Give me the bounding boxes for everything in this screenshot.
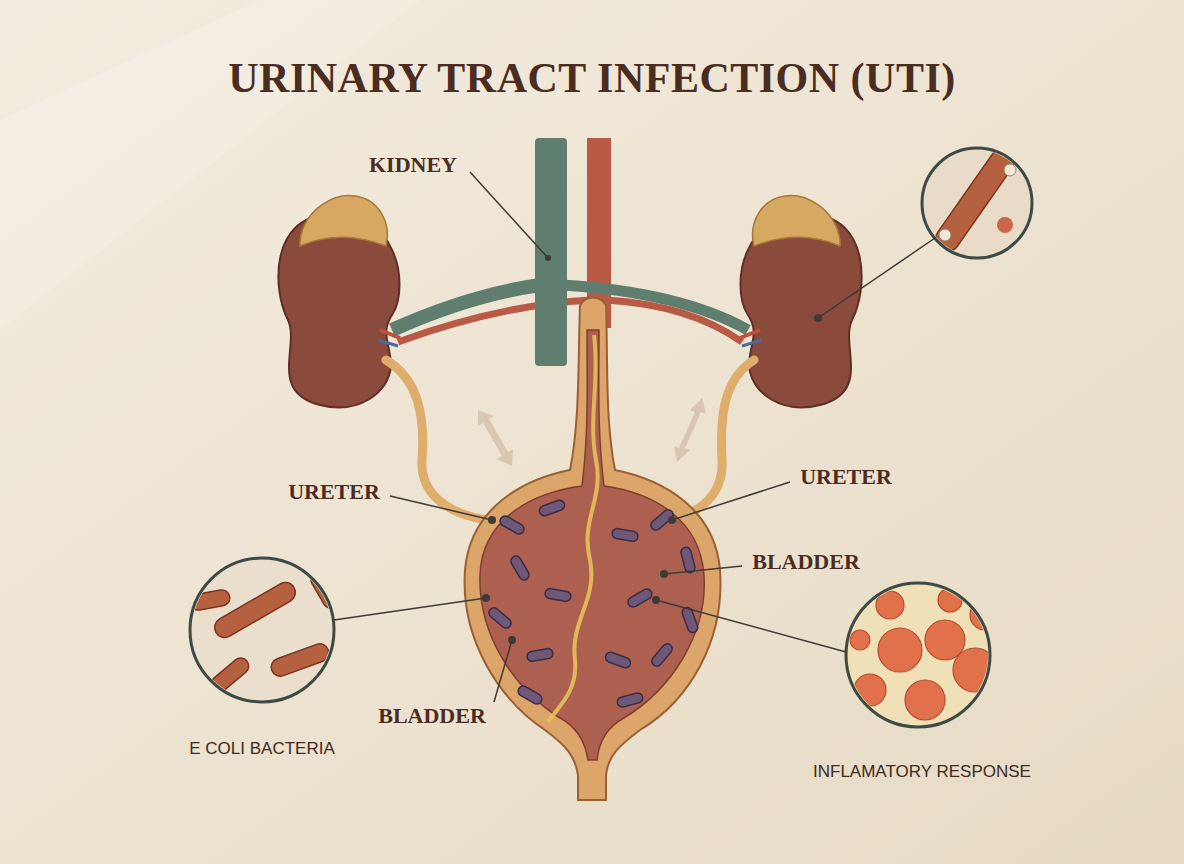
bacteria bbox=[680, 546, 696, 574]
blood-vessels bbox=[535, 138, 567, 366]
zoom-inflammation bbox=[850, 588, 1000, 720]
bacteria bbox=[681, 606, 699, 634]
part-label: URETER bbox=[288, 479, 380, 504]
leader-lines bbox=[334, 598, 486, 620]
leader-lines bbox=[390, 496, 492, 520]
double-arrow bbox=[478, 398, 706, 466]
leader-lines bbox=[664, 566, 742, 574]
bladder bbox=[465, 298, 721, 801]
leader-lines bbox=[672, 482, 790, 520]
part-label: URETER bbox=[800, 464, 892, 489]
leader-dots bbox=[482, 594, 490, 602]
zoom-kidney bbox=[939, 229, 951, 241]
bacteria bbox=[509, 554, 531, 582]
bladder bbox=[465, 298, 721, 801]
leader-lines bbox=[494, 640, 512, 702]
bacteria bbox=[650, 642, 674, 668]
leader-dots bbox=[668, 516, 676, 524]
kidney-left bbox=[378, 340, 398, 346]
bacteria bbox=[538, 499, 566, 517]
bacteria bbox=[604, 651, 632, 669]
zoom-ecoli bbox=[308, 569, 342, 612]
bacteria bbox=[649, 508, 675, 532]
zoom-ecoli bbox=[269, 641, 332, 678]
kidney-left bbox=[278, 196, 400, 408]
kidney-right bbox=[742, 340, 762, 346]
part-label: E COLI BACTERIA bbox=[189, 739, 334, 759]
zoom-kidney bbox=[922, 144, 1032, 258]
double-arrow bbox=[478, 410, 513, 466]
bacteria bbox=[544, 588, 571, 602]
zoom-inflammation bbox=[846, 583, 990, 727]
zoom-inflammation bbox=[850, 630, 870, 650]
double-arrow bbox=[674, 398, 706, 462]
leader-lines bbox=[470, 172, 548, 258]
bacteria bbox=[626, 587, 654, 609]
part-label: KIDNEY bbox=[369, 152, 457, 177]
kidney-left bbox=[300, 196, 387, 246]
kidney-left bbox=[380, 330, 400, 338]
leader-dots bbox=[652, 596, 660, 604]
part-label: BLADDER bbox=[752, 549, 860, 574]
zoom-ecoli bbox=[211, 579, 299, 641]
zoom-ecoli bbox=[189, 558, 342, 702]
title: URINARY TRACT INFECTION (UTI) bbox=[228, 54, 956, 102]
part-label: INFLAMATORY RESPONSE bbox=[813, 762, 1031, 782]
zoom-ecoli bbox=[190, 558, 334, 702]
kidney-right bbox=[753, 196, 840, 246]
leader-dots bbox=[488, 516, 496, 524]
zoom-ecoli bbox=[190, 558, 334, 702]
bacteria bbox=[616, 692, 644, 708]
leader-lines bbox=[656, 600, 846, 652]
zoom-ecoli bbox=[208, 655, 252, 696]
leader-dots bbox=[508, 636, 516, 644]
zoom-inflammation bbox=[878, 628, 922, 672]
part-label: BLADDER bbox=[378, 703, 486, 728]
zoom-inflammation bbox=[905, 680, 945, 720]
blood-vessels bbox=[392, 285, 540, 330]
bacteria bbox=[516, 684, 544, 706]
zoom-inflammation bbox=[846, 583, 1000, 727]
leader-dots bbox=[660, 570, 668, 578]
bacteria bbox=[611, 528, 638, 542]
bacteria bbox=[526, 648, 553, 662]
leader-dots bbox=[482, 255, 822, 644]
zoom-kidney bbox=[997, 217, 1013, 233]
leader-lines bbox=[334, 172, 935, 702]
ureters bbox=[672, 360, 754, 520]
bladder bbox=[548, 335, 598, 722]
ureters bbox=[386, 360, 488, 520]
bladder bbox=[480, 330, 704, 760]
leader-lines bbox=[818, 238, 935, 318]
bacteria bbox=[498, 514, 526, 536]
kidney-right bbox=[740, 330, 760, 338]
zoom-inflammation bbox=[925, 620, 965, 660]
zoom-inflammation bbox=[854, 674, 886, 706]
bacteria bbox=[487, 606, 513, 630]
leader-dots bbox=[545, 255, 551, 261]
leader-dots bbox=[814, 314, 822, 322]
zoom-kidney bbox=[922, 148, 1032, 258]
zoom-kidney bbox=[1004, 164, 1016, 176]
